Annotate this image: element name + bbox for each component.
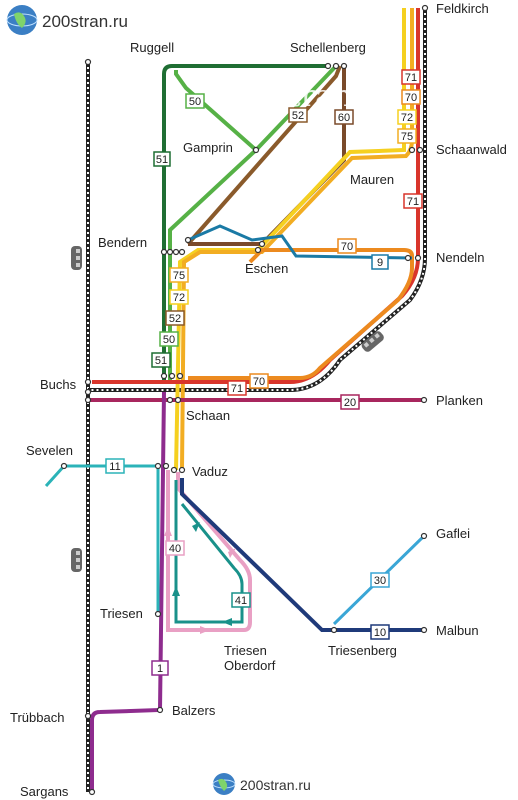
route-badge-52: 52 [292, 110, 304, 122]
route-badge-40: 40 [169, 543, 181, 555]
watermark-text: 200stran.ru [216, 79, 395, 114]
route-badge-70-b: 70 [341, 241, 353, 253]
route-51-line [162, 64, 328, 380]
station-nendeln: Nendeln [436, 250, 484, 265]
station-planken: Planken [436, 393, 483, 408]
route-badge-72-a: 72 [401, 112, 413, 124]
arrow-icon [222, 618, 232, 626]
station-sevelen: Sevelen [26, 443, 73, 458]
route-badge-30: 30 [374, 575, 386, 587]
route-badges: 50 51 52 60 71 70 72 75 71 70 9 75 72 52… [105, 69, 423, 676]
route-badge-51-b: 51 [155, 355, 167, 367]
station-vaduz: Vaduz [192, 464, 228, 479]
route-9-line [187, 224, 413, 260]
route-badge-1: 1 [157, 663, 163, 675]
station-schellenberg: Schellenberg [290, 40, 366, 55]
route-badge-52-b: 52 [169, 313, 181, 325]
route-badge-11: 11 [109, 461, 120, 473]
route-badge-71-b: 71 [407, 196, 419, 208]
brand-top: 200stran.ru [0, 0, 166, 42]
route-badge-50: 50 [189, 96, 201, 108]
route-badge-72-b: 72 [173, 292, 185, 304]
station-triesenberg: Triesenberg [328, 643, 397, 658]
station-triesen-oberdorf-1: Triesen [224, 643, 267, 658]
arrow-icon [164, 526, 172, 536]
station-buchs: Buchs [40, 377, 77, 392]
train-icon [361, 331, 384, 352]
route-badge-70-c: 70 [253, 376, 265, 388]
route-badge-50-b: 50 [163, 334, 175, 346]
route-badge-75-a: 75 [401, 131, 413, 143]
station-schaan: Schaan [186, 408, 230, 423]
train-icon [71, 246, 82, 270]
station-gaflei: Gaflei [436, 526, 470, 541]
globe-icon [212, 773, 236, 795]
brand-bottom-text: 200stran.ru [240, 777, 311, 793]
station-eschen: Eschen [245, 261, 288, 276]
station-mauren: Mauren [350, 172, 394, 187]
brand-bottom: 200stran.ru [206, 770, 334, 798]
route-badge-41: 41 [235, 595, 247, 607]
station-schaanwald: Schaanwald [436, 142, 507, 157]
station-labels: Feldkirch Ruggell Schellenberg Gamprin S… [10, 1, 507, 799]
station-ruggell: Ruggell [130, 40, 174, 55]
route-badge-70-a: 70 [405, 92, 417, 104]
station-triesen-oberdorf-2: Oberdorf [224, 658, 276, 673]
route-badge-10: 10 [374, 627, 386, 639]
route-41-line [174, 480, 244, 624]
route-badge-71-a: 71 [405, 72, 417, 84]
route-badge-75-b: 75 [173, 270, 185, 282]
arrow-icon [228, 548, 236, 558]
route-11-line [44, 464, 160, 614]
arrow-icon [200, 626, 210, 634]
route-badge-71-c: 71 [231, 383, 243, 395]
route-badge-60: 60 [338, 112, 350, 124]
brand-top-text: 200stran.ru [42, 12, 128, 31]
route-badge-51: 51 [156, 154, 168, 166]
route-52-line [186, 65, 342, 246]
railway-east [88, 8, 427, 392]
station-gamprin: Gamprin [183, 140, 233, 155]
route-1-line [90, 391, 166, 792]
station-bendern: Bendern [98, 235, 147, 250]
route-70-line [188, 248, 414, 380]
globe-icon [6, 5, 38, 35]
station-malbun: Malbun [436, 623, 479, 638]
station-sargans: Sargans [20, 784, 69, 799]
route-badge-9: 9 [377, 257, 383, 269]
station-trubbach: Trübbach [10, 710, 64, 725]
arrow-icon [192, 522, 200, 532]
arrow-icon [172, 586, 180, 596]
station-balzers: Balzers [172, 703, 216, 718]
route-10-line [180, 478, 424, 632]
route-badge-20: 20 [344, 397, 356, 409]
station-triesen: Triesen [100, 606, 143, 621]
stop-markers [60, 4, 429, 796]
train-icon [71, 548, 82, 572]
station-feldkirch: Feldkirch [436, 1, 489, 16]
